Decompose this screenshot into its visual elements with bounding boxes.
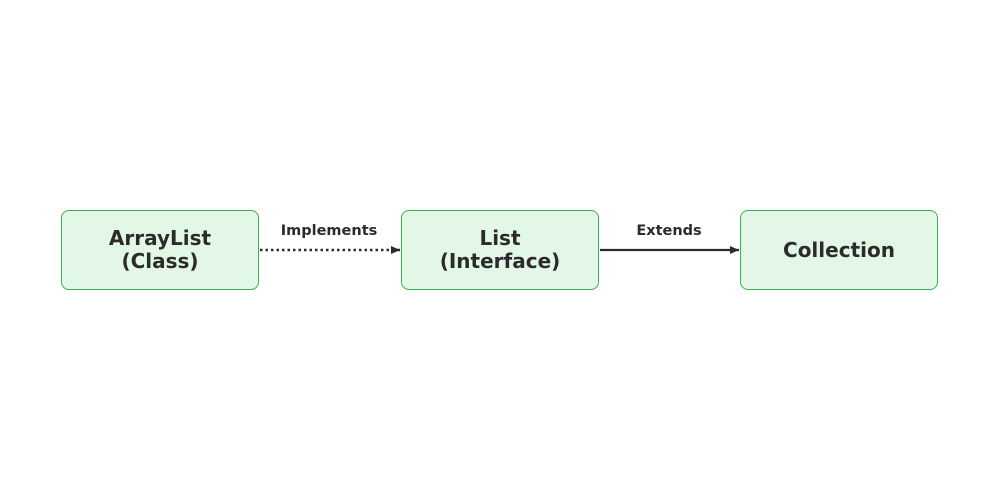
node-collection-label: Collection bbox=[783, 237, 895, 262]
node-list: List (Interface) bbox=[401, 210, 599, 290]
edge-extends-label: Extends bbox=[636, 223, 702, 239]
node-arraylist-label: ArrayList (Class) bbox=[108, 226, 212, 273]
node-arraylist: ArrayList (Class) bbox=[61, 210, 259, 290]
node-collection: Collection bbox=[740, 210, 938, 290]
edge-implements-label: Implements bbox=[280, 223, 378, 239]
node-list-label: List (Interface) bbox=[439, 226, 561, 273]
